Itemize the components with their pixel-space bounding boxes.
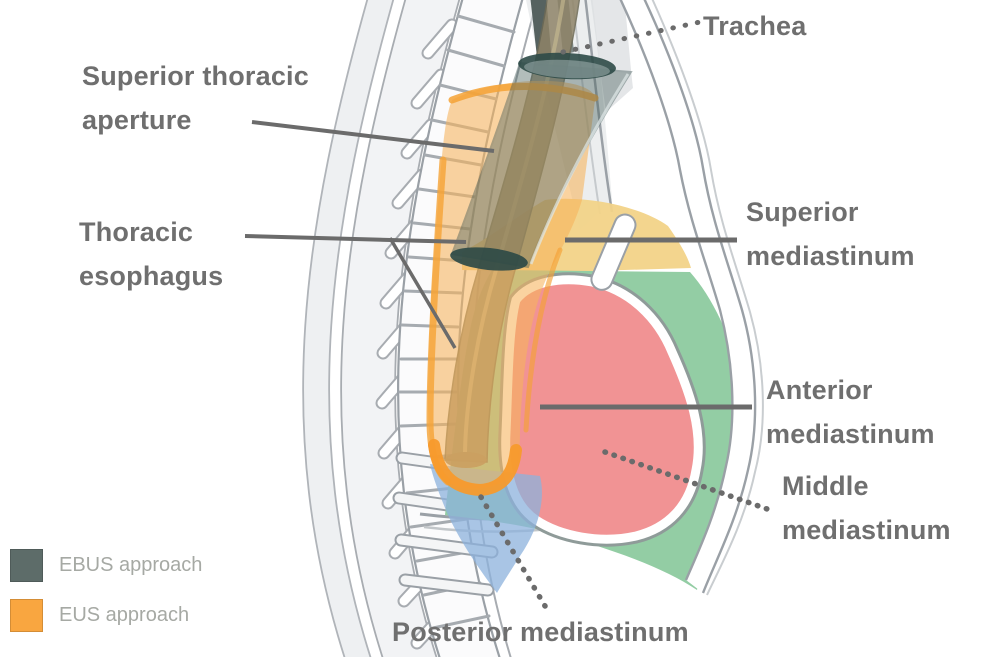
legend-item-eus: EUS approach [10, 599, 202, 632]
thoracic-esophagus-line1: Thoracic [79, 217, 194, 247]
middle-mediastinum-line2: mediastinum [782, 515, 951, 545]
eus-inner-rim [523, 247, 563, 433]
eus-top-rim [448, 82, 599, 104]
eus-region [428, 80, 596, 489]
thoracic-esophagus-label: Thoracic esophagus [79, 210, 223, 298]
superior-mediastinum-label: Superior mediastinum [746, 190, 915, 278]
trachea-label: Trachea [703, 4, 806, 48]
leader-lines [244, 19, 773, 609]
trachea-bottom-rim [450, 247, 528, 271]
eus-bottom-cap [428, 439, 522, 497]
ebus-legend-label: EBUS approach [59, 554, 203, 576]
superior-mediastinum-line2: mediastinum [746, 241, 915, 271]
anterior-mediastinum-line2: mediastinum [766, 419, 935, 449]
superior-thoracic-aperture-line2: aperture [82, 105, 192, 135]
superior-thoracic-aperture-label: Superior thoracic aperture [82, 54, 309, 142]
legend: EBUS approach EUS approach [10, 549, 202, 649]
chest-wall [590, 0, 764, 596]
superior-mediastinum-line1: Superior [746, 197, 859, 227]
middle-mediastinum-line1: Middle [782, 471, 869, 501]
trachea-front-line [584, 0, 614, 213]
superior-thoracic-aperture-leader-line [251, 120, 495, 153]
thoracic-esophagus-leader-line [244, 234, 467, 244]
superior-thoracic-aperture-line1: Superior thoracic [82, 61, 309, 91]
trachea-label-text: Trachea [703, 11, 807, 41]
chest-wall-band [620, 0, 756, 593]
eus-approach-overlay [426, 80, 599, 497]
back-skin-band [302, 0, 395, 657]
trachea-cylinder-highlight [529, 73, 630, 265]
posterior-mediastinum-label: Posterior mediastinum [392, 610, 689, 654]
thoracic-esophagus-leader-line-2 [388, 237, 457, 349]
anterior-mediastinum-line1: Anterior [766, 375, 873, 405]
chest-wall-outer-line [643, 0, 757, 594]
anterior-mediastinum-label: Anterior mediastinum [766, 368, 935, 456]
eus-color-swatch [10, 599, 43, 632]
posterior-mediastinum-region [430, 464, 542, 593]
chest-wall-inner-line [619, 0, 734, 581]
thoracic-esophagus-line2: esophagus [79, 261, 224, 291]
eus-legend-label: EUS approach [59, 604, 190, 626]
middle-mediastinum-leader-line [602, 449, 773, 513]
middle-mediastinum-label: Middle mediastinum [782, 464, 951, 552]
ebus-trachea-cylinder [450, 52, 633, 271]
trachea-leader-line [560, 19, 703, 55]
trachea-top-rim [518, 52, 616, 80]
trachea-top-lumen [524, 59, 610, 79]
posterior-mediastinum-label-text: Posterior mediastinum [392, 617, 689, 647]
legend-item-ebus: EBUS approach [10, 549, 202, 582]
posterior-mediastinum-leader-line [478, 494, 548, 609]
ebus-color-swatch [10, 549, 43, 582]
chest-skin-line [651, 0, 764, 596]
sternum-notch [590, 213, 637, 291]
